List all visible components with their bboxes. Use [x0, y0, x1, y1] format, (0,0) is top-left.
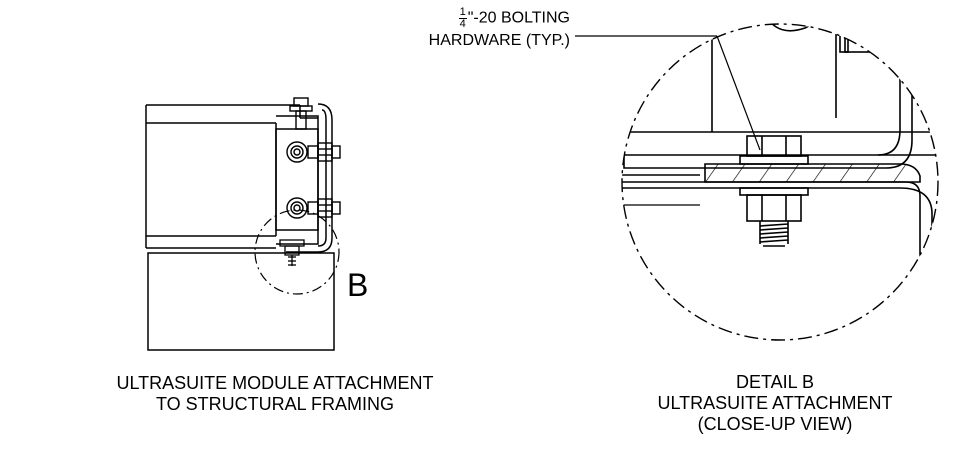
callout-line-2: HARDWARE (TYP.) — [428, 32, 570, 49]
washer-top — [739, 155, 809, 165]
washer-bottom — [739, 187, 809, 196]
top-bolt — [289, 97, 313, 130]
detail-b-view — [621, 23, 939, 341]
caption-right-line-2: ULTRASUITE ATTACHMENT — [657, 393, 893, 413]
callout-leader — [575, 35, 761, 151]
caption-right-line-3: (CLOSE-UP VIEW) — [697, 414, 853, 434]
detail-boundary-circle — [621, 23, 939, 341]
module-attachment-view — [145, 97, 341, 351]
mounting-plate — [275, 128, 319, 231]
caption-left-line-2: TO STRUCTURAL FRAMING — [155, 394, 394, 414]
structural-channel — [145, 104, 300, 249]
caption-right-line-1: DETAIL B — [735, 372, 815, 392]
ultrasuite-module — [147, 252, 335, 351]
detail-b-circle — [254, 209, 340, 295]
bolt-head — [746, 135, 802, 157]
caption-left-line-1: ULTRASUITE MODULE ATTACHMENT — [116, 373, 434, 393]
caption-detail-b: DETAIL B ULTRASUITE ATTACHMENT (CLOSE-UP… — [585, 372, 958, 435]
bolt-upper — [286, 141, 341, 163]
caption-module-attachment: ULTRASUITE MODULE ATTACHMENT TO STRUCTUR… — [95, 373, 455, 415]
bolt-lower — [286, 197, 341, 219]
hex-nut — [746, 194, 802, 222]
bottom-bolt — [279, 239, 305, 266]
angle-bracket — [276, 115, 319, 245]
detail-b-marker: B — [347, 267, 369, 303]
threaded-stud — [759, 221, 789, 247]
